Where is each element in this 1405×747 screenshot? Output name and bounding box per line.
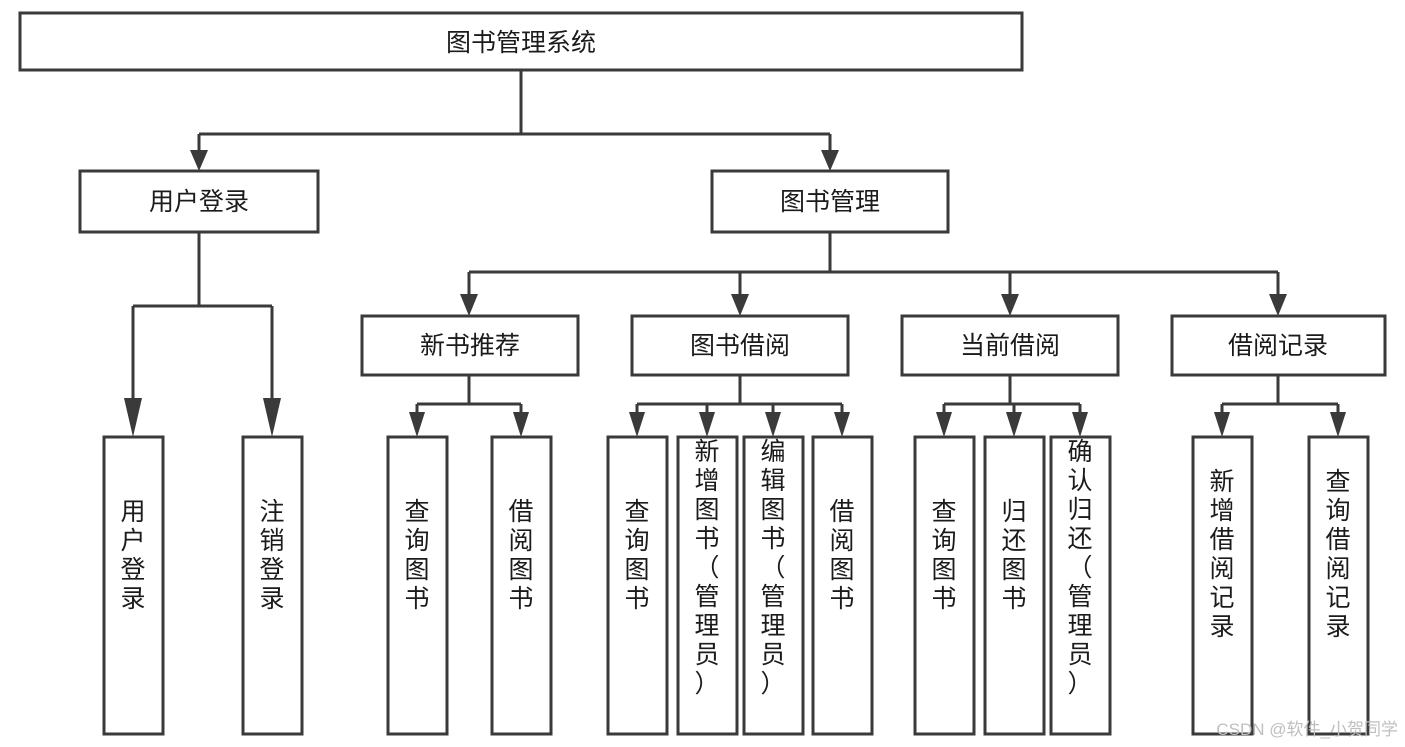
leaf-label: 查询图书	[404, 498, 429, 613]
arrow-head-icon	[1072, 412, 1088, 437]
leaf-node[interactable]: 查询图书	[606, 435, 669, 736]
arrow-head-icon	[834, 412, 850, 437]
node-current-borrow[interactable]: 当前借阅	[900, 314, 1120, 377]
node-borrow-record[interactable]: 借阅记录	[1170, 314, 1387, 377]
leaf-label: 查询借阅记录	[1325, 468, 1350, 641]
leaf-node[interactable]: 注销登录	[241, 435, 304, 736]
leaf-box[interactable]	[1049, 435, 1112, 736]
leaf-node[interactable]: 查询图书	[913, 435, 976, 736]
arrow-head-icon	[765, 412, 781, 437]
arrow-head-icon	[513, 412, 529, 437]
leaf-label: 归还图书	[1001, 498, 1026, 613]
arrow-head-icon	[1214, 412, 1230, 437]
arrow-head-icon	[699, 412, 715, 437]
leaf-box[interactable]	[1307, 435, 1370, 736]
leaf-node[interactable]: 借阅图书	[490, 435, 553, 736]
leaf-node[interactable]: 归还图书	[983, 435, 1046, 736]
arrow-head-icon	[190, 150, 208, 171]
leaf-box[interactable]	[742, 435, 805, 736]
arrow-head-icon	[409, 412, 425, 437]
leaf-node[interactable]: 新增借阅记录	[1191, 435, 1254, 736]
arrow-head-icon	[1006, 412, 1022, 437]
leaf-box[interactable]	[490, 435, 553, 736]
arrow-head-icon	[460, 294, 478, 316]
leaf-label: 注销登录	[259, 498, 284, 613]
leaf-label: 新增借阅记录	[1209, 468, 1234, 641]
arrow-head-icon	[936, 412, 952, 437]
node-book-management-box[interactable]	[710, 169, 950, 234]
leaf-node[interactable]: 用户登录	[102, 435, 165, 736]
node-current-borrow-box[interactable]	[900, 314, 1120, 377]
arrow-head-icon	[124, 398, 142, 437]
node-book-management-label: 图书管理	[780, 188, 880, 216]
connector-bookmgmt-to-level3	[460, 232, 1287, 316]
leaf-box[interactable]	[606, 435, 669, 736]
leaf-label: 借阅图书	[829, 498, 854, 613]
leaf-label: 新增图书（管理员）	[694, 438, 719, 698]
leaf-label: 用户登录	[120, 498, 145, 613]
node-root-label: 图书管理系统	[446, 29, 596, 57]
watermark: CSDN @软件_小贺同学	[1216, 720, 1398, 739]
node-book-borrow-box[interactable]	[630, 314, 850, 377]
leaf-box[interactable]	[102, 435, 165, 736]
node-new-book-recommend-box[interactable]	[360, 314, 580, 377]
node-user-login-label: 用户登录	[149, 188, 249, 216]
arrow-head-icon	[629, 412, 645, 437]
leaf-node[interactable]: 确认归还（管理员）	[1049, 435, 1112, 736]
arrow-head-icon	[731, 294, 749, 316]
node-user-login[interactable]: 用户登录	[78, 169, 320, 234]
connector-root-to-level2	[190, 70, 839, 171]
leaf-label: 查询图书	[931, 498, 956, 613]
node-current-borrow-label: 当前借阅	[960, 332, 1060, 360]
connector-userlogin-to-leaves	[124, 232, 281, 437]
node-book-borrow-label: 图书借阅	[690, 332, 790, 360]
leaf-label: 查询图书	[624, 498, 649, 613]
arrow-head-icon	[1269, 294, 1287, 316]
leaf-box[interactable]	[913, 435, 976, 736]
connector-newbook-to-leaves	[409, 375, 529, 437]
leaf-label: 借阅图书	[508, 498, 533, 613]
leaf-node[interactable]: 编辑图书（管理员）	[742, 435, 805, 736]
leaf-node[interactable]: 新增图书（管理员）	[676, 435, 739, 736]
node-borrow-record-label: 借阅记录	[1228, 332, 1328, 360]
node-root-box[interactable]	[18, 11, 1024, 72]
leaf-box[interactable]	[811, 435, 874, 736]
arrow-head-icon	[1001, 294, 1019, 316]
leaf-label: 编辑图书（管理员）	[760, 438, 785, 698]
leaf-box[interactable]	[386, 435, 449, 736]
arrow-head-icon	[821, 150, 839, 171]
connector-currentborrow-to-leaves	[936, 375, 1088, 437]
leaf-box[interactable]	[983, 435, 1046, 736]
connector-bookborrow-to-leaves	[629, 375, 850, 437]
arrow-head-icon	[263, 398, 281, 437]
node-book-borrow[interactable]: 图书借阅	[630, 314, 850, 377]
leaf-node[interactable]: 查询借阅记录	[1307, 435, 1370, 736]
leaf-box[interactable]	[676, 435, 739, 736]
connector-borrowrecord-to-leaves	[1214, 375, 1346, 437]
node-user-login-box[interactable]	[78, 169, 320, 234]
arrow-head-icon	[1330, 412, 1346, 437]
leaf-box[interactable]	[241, 435, 304, 736]
node-new-book-recommend[interactable]: 新书推荐	[360, 314, 580, 377]
leaf-node[interactable]: 借阅图书	[811, 435, 874, 736]
node-book-management[interactable]: 图书管理	[710, 169, 950, 234]
node-root[interactable]: 图书管理系统	[18, 11, 1024, 72]
node-new-book-recommend-label: 新书推荐	[420, 332, 520, 360]
leaf-label: 确认归还（管理员）	[1067, 438, 1092, 698]
leaf-box[interactable]	[1191, 435, 1254, 736]
leaf-node[interactable]: 查询图书	[386, 435, 449, 736]
node-borrow-record-box[interactable]	[1170, 314, 1387, 377]
